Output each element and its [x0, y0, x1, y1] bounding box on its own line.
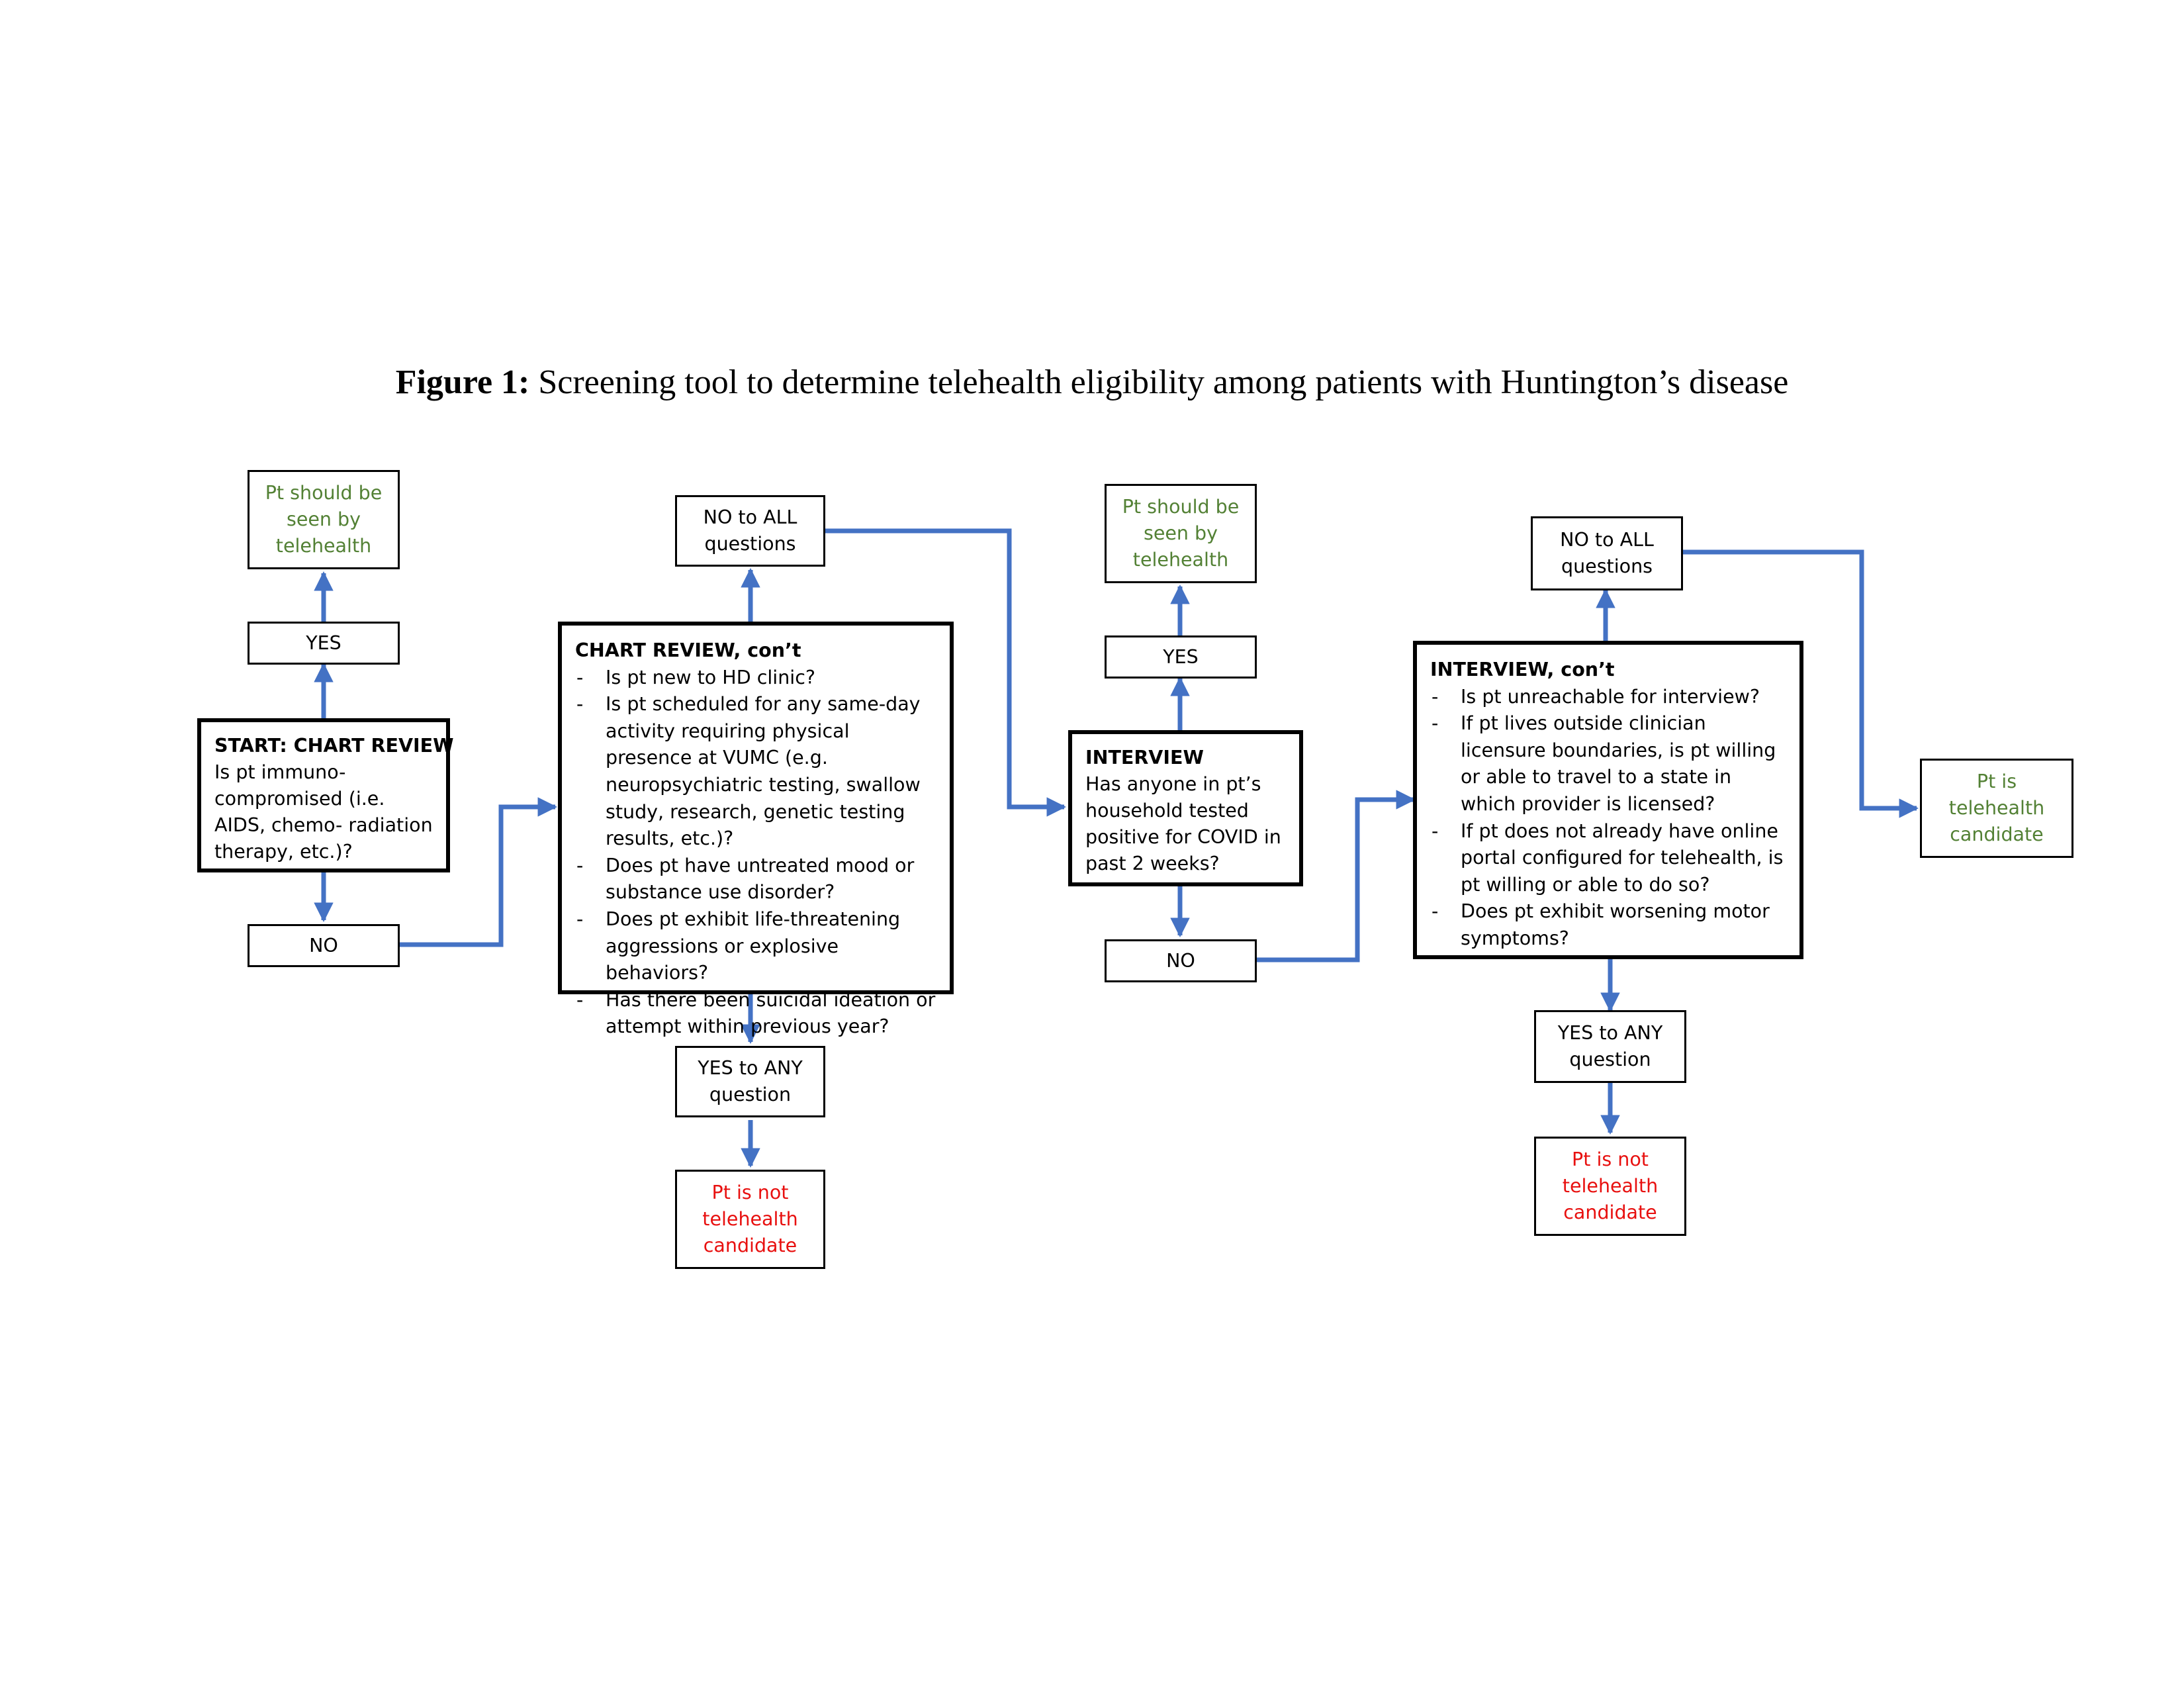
no-to-all-label: NO to ALL questions [703, 506, 797, 555]
question-item: Is pt unreachable for interview? [1430, 684, 1786, 711]
question-item: Does pt have untreated mood or substance… [575, 853, 936, 906]
outcome-not-candidate: Pt is not telehealth candidate [675, 1170, 825, 1269]
start-chart-review-box: START: CHART REVIEW Is pt immuno- compro… [197, 718, 454, 872]
arrow-no-to-interview-cont [1256, 790, 1416, 962]
no-to-all-box-2: NO to ALL questions [1531, 516, 1683, 590]
outcome-telehealth-candidate: Pt is telehealth candidate [1920, 759, 2073, 858]
box-title: INTERVIEW, con’t [1430, 659, 1615, 680]
outcome-seen-by-telehealth: Pt should be seen by telehealth [248, 470, 400, 569]
figure-caption: Screening tool to determine telehealth e… [538, 363, 1789, 401]
no-to-all-box: NO to ALL questions [675, 495, 825, 567]
box-title: INTERVIEW [1085, 747, 1204, 769]
arrow-no-to-chart-review-cont [400, 797, 557, 947]
question-item: If pt lives outside clinician licensure … [1430, 710, 1786, 818]
question-list: Is pt unreachable for interview? If pt l… [1430, 684, 1786, 953]
figure-label: Figure 1: [395, 363, 530, 401]
outcome-not-candidate-2: Pt is not telehealth candidate [1534, 1137, 1686, 1236]
yes-to-any-label: YES to ANY question [1557, 1022, 1663, 1070]
yes-to-any-box: YES to ANY question [675, 1046, 825, 1117]
outcome-seen-by-telehealth-2: Pt should be seen by telehealth [1105, 484, 1257, 583]
arrow-no-all-to-candidate [1682, 549, 1919, 818]
box-title: CHART REVIEW, con’t [575, 639, 801, 661]
question-item: Is pt new to HD clinic? [575, 665, 936, 692]
arrow-no-all-to-interview [825, 528, 1066, 817]
no-to-all-label: NO to ALL questions [1560, 529, 1654, 577]
outcome-text: Pt should be seen by telehealth [265, 482, 383, 557]
yes-label-box-2: YES [1105, 635, 1257, 679]
yes-to-any-label: YES to ANY question [698, 1057, 803, 1105]
interview-cont-box: INTERVIEW, con’t Is pt unreachable for i… [1413, 641, 1803, 959]
chart-review-cont-box: CHART REVIEW, con’t Is pt new to HD clin… [558, 622, 954, 1037]
yes-label: YES [1163, 645, 1199, 668]
yes-label: YES [306, 632, 341, 654]
no-label-box-2: NO [1105, 939, 1257, 982]
outcome-text: Pt is not telehealth candidate [702, 1182, 798, 1256]
outcome-text: Pt should be seen by telehealth [1122, 496, 1240, 571]
no-label-box: NO [248, 924, 400, 967]
question-item: If pt does not already have online porta… [1430, 818, 1786, 899]
question-item: Is pt scheduled for any same-day activit… [575, 691, 936, 853]
no-label: NO [1166, 949, 1195, 972]
interview-box: INTERVIEW Has anyone in pt’s household t… [1068, 730, 1303, 886]
outcome-text: Pt is not telehealth candidate [1562, 1149, 1659, 1223]
question-item: Does pt exhibit life-threatening aggress… [575, 906, 936, 987]
outcome-text: Pt is telehealth candidate [1948, 771, 2045, 845]
question-item: Has there been suicidal ideation or atte… [575, 987, 936, 1041]
box-question: Has anyone in pt’s household tested posi… [1085, 773, 1281, 874]
question-list: Is pt new to HD clinic? Is pt scheduled … [575, 665, 936, 1041]
box-title: START: CHART REVIEW [214, 735, 454, 757]
figure-title: Figure 1: Screening tool to determine te… [0, 363, 2184, 402]
no-label: NO [309, 934, 338, 957]
box-question: Is pt immuno- compromised (i.e. AIDS, ch… [214, 761, 433, 863]
question-item: Does pt exhibit worsening motor symptoms… [1430, 898, 1786, 952]
yes-label-box: YES [248, 622, 400, 665]
yes-to-any-box-2: YES to ANY question [1534, 1010, 1686, 1083]
